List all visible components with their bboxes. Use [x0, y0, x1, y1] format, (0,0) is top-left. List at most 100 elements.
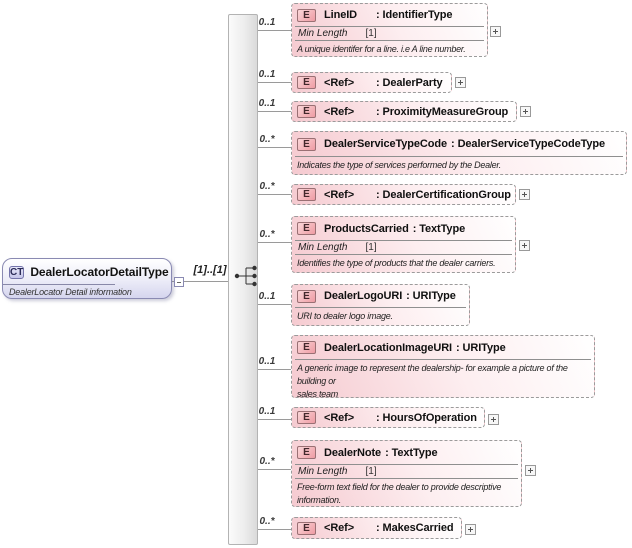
- element-box-ref-makescarried[interactable]: E <Ref> : MakesCarried: [291, 517, 462, 539]
- expand-icon[interactable]: [488, 414, 499, 425]
- element-box-ref-hoursofoperation[interactable]: E <Ref> : HoursOfOperation: [291, 407, 485, 428]
- element-icon: E: [297, 411, 316, 424]
- element-icon: E: [297, 188, 316, 201]
- cardinality-label: 0..*: [259, 229, 275, 240]
- connector-line: [257, 194, 291, 195]
- connector-line: [257, 147, 291, 148]
- connector-line: [257, 419, 291, 420]
- facet-name: Min Length: [298, 28, 348, 39]
- divider: [295, 26, 484, 27]
- element-name: <Ref>: [324, 76, 355, 89]
- expand-icon[interactable]: [519, 240, 530, 251]
- connector-line: [257, 369, 291, 370]
- element-type: : DealerServiceTypeCodeType: [451, 138, 606, 150]
- divider: [295, 254, 512, 255]
- element-type: : DealerCertificationGroup: [376, 188, 511, 201]
- cardinality-label: 0..*: [259, 181, 275, 192]
- element-type: : URIType: [456, 341, 506, 354]
- expand-icon[interactable]: [525, 465, 536, 476]
- element-annotation: URI to dealer logo image.: [297, 311, 393, 321]
- element-annotation: A unique identifer for a line. i.e A lin…: [297, 44, 466, 54]
- complex-type-name: DealerLocatorDetailType: [30, 265, 169, 279]
- cardinality-label: 0..1: [258, 17, 276, 28]
- connector-line: [172, 281, 228, 282]
- expand-icon[interactable]: [465, 524, 476, 535]
- connector-line: [257, 304, 291, 305]
- element-name: DealerNote: [324, 446, 382, 459]
- cardinality-label: 0..1: [258, 406, 276, 417]
- divider: [295, 240, 512, 241]
- element-type: : TextType: [385, 446, 438, 459]
- element-name: ProductsCarried: [324, 222, 409, 235]
- element-box-dealerservicetypecode[interactable]: E DealerServiceTypeCode : DealerServiceT…: [291, 131, 627, 175]
- element-icon: E: [297, 446, 316, 459]
- complex-type-annotation: DealerLocator Detail information: [9, 287, 132, 297]
- connector-line: [257, 30, 291, 31]
- divider: [295, 156, 623, 157]
- collapse-icon[interactable]: [174, 277, 184, 287]
- element-name: DealerServiceTypeCode: [324, 138, 448, 150]
- element-name: <Ref>: [324, 522, 355, 534]
- element-type: : TextType: [412, 222, 466, 235]
- element-type: : DealerParty: [376, 76, 443, 89]
- element-box-lineid[interactable]: E LineID : IdentifierType Min Length [1]…: [291, 3, 488, 57]
- facet-name: Min Length: [298, 242, 348, 253]
- element-name: <Ref>: [324, 411, 355, 424]
- complex-type-box[interactable]: CT DealerLocatorDetailType DealerLocator…: [2, 258, 172, 299]
- facet-value: [1]: [365, 28, 377, 39]
- element-icon: E: [297, 137, 316, 151]
- occurrence-label: [1]..[1]: [193, 264, 227, 276]
- facet-value: [1]: [365, 242, 377, 253]
- connector-line: [257, 82, 291, 83]
- facet-value: [1]: [365, 466, 377, 477]
- connector-line: [257, 242, 291, 243]
- cardinality-label: 0..1: [258, 291, 276, 302]
- connector-line: [257, 469, 291, 470]
- element-annotation: Identifies the type of products that the…: [297, 258, 496, 268]
- element-type: : IdentifierType: [376, 9, 453, 21]
- element-box-dealerlocationimageuri[interactable]: E DealerLocationImageURI : URIType A gen…: [291, 335, 595, 399]
- complex-type-icon: CT: [9, 265, 25, 279]
- connector-line: [257, 529, 291, 530]
- expand-icon[interactable]: [520, 106, 531, 117]
- sequence-compositor-bar[interactable]: [228, 14, 258, 545]
- element-name: <Ref>: [324, 188, 355, 201]
- element-type: : ProximityMeasureGroup: [376, 105, 509, 118]
- element-box-ref-proximitymeasuregroup[interactable]: E <Ref> : ProximityMeasureGroup: [291, 101, 517, 122]
- element-icon: E: [297, 76, 316, 89]
- element-icon: E: [297, 8, 316, 22]
- divider: [295, 464, 518, 465]
- expand-icon[interactable]: [519, 189, 530, 200]
- divider: [295, 307, 466, 308]
- connector-line: [257, 111, 291, 112]
- element-annotation: A generic image to represent the dealers…: [297, 363, 568, 399]
- element-icon: E: [297, 341, 316, 354]
- cardinality-label: 0..1: [258, 356, 276, 367]
- element-name: DealerLogoURI: [324, 290, 403, 302]
- divider: [295, 40, 484, 41]
- divider: [3, 284, 115, 285]
- element-type: : HoursOfOperation: [376, 411, 477, 424]
- facet-name: Min Length: [298, 466, 348, 477]
- expand-icon[interactable]: [490, 26, 501, 37]
- element-annotation: Indicates the type of services performed…: [297, 160, 502, 170]
- cardinality-label: 0..*: [259, 134, 275, 145]
- cardinality-label: 0..*: [259, 516, 275, 527]
- element-box-ref-dealerparty[interactable]: E <Ref> : DealerParty: [291, 72, 452, 93]
- element-name: DealerLocationImageURI: [324, 341, 453, 354]
- cardinality-label: 0..*: [259, 456, 275, 467]
- expand-icon[interactable]: [455, 77, 466, 88]
- element-box-ref-dealercertificationgroup[interactable]: E <Ref> : DealerCertificationGroup: [291, 184, 516, 205]
- element-icon: E: [297, 105, 316, 118]
- element-box-dealerlogouri[interactable]: E DealerLogoURI : URIType URI to dealer …: [291, 284, 470, 326]
- divider: [295, 478, 518, 479]
- cardinality-label: 0..1: [258, 98, 276, 109]
- sequence-icon: [234, 265, 257, 287]
- element-icon: E: [297, 521, 316, 535]
- element-type: : MakesCarried: [376, 522, 454, 534]
- element-box-dealernote[interactable]: E DealerNote : TextType Min Length [1] F…: [291, 440, 522, 507]
- divider: [295, 359, 591, 360]
- element-box-productscarried[interactable]: E ProductsCarried : TextType Min Length …: [291, 216, 516, 273]
- element-name: <Ref>: [324, 105, 355, 118]
